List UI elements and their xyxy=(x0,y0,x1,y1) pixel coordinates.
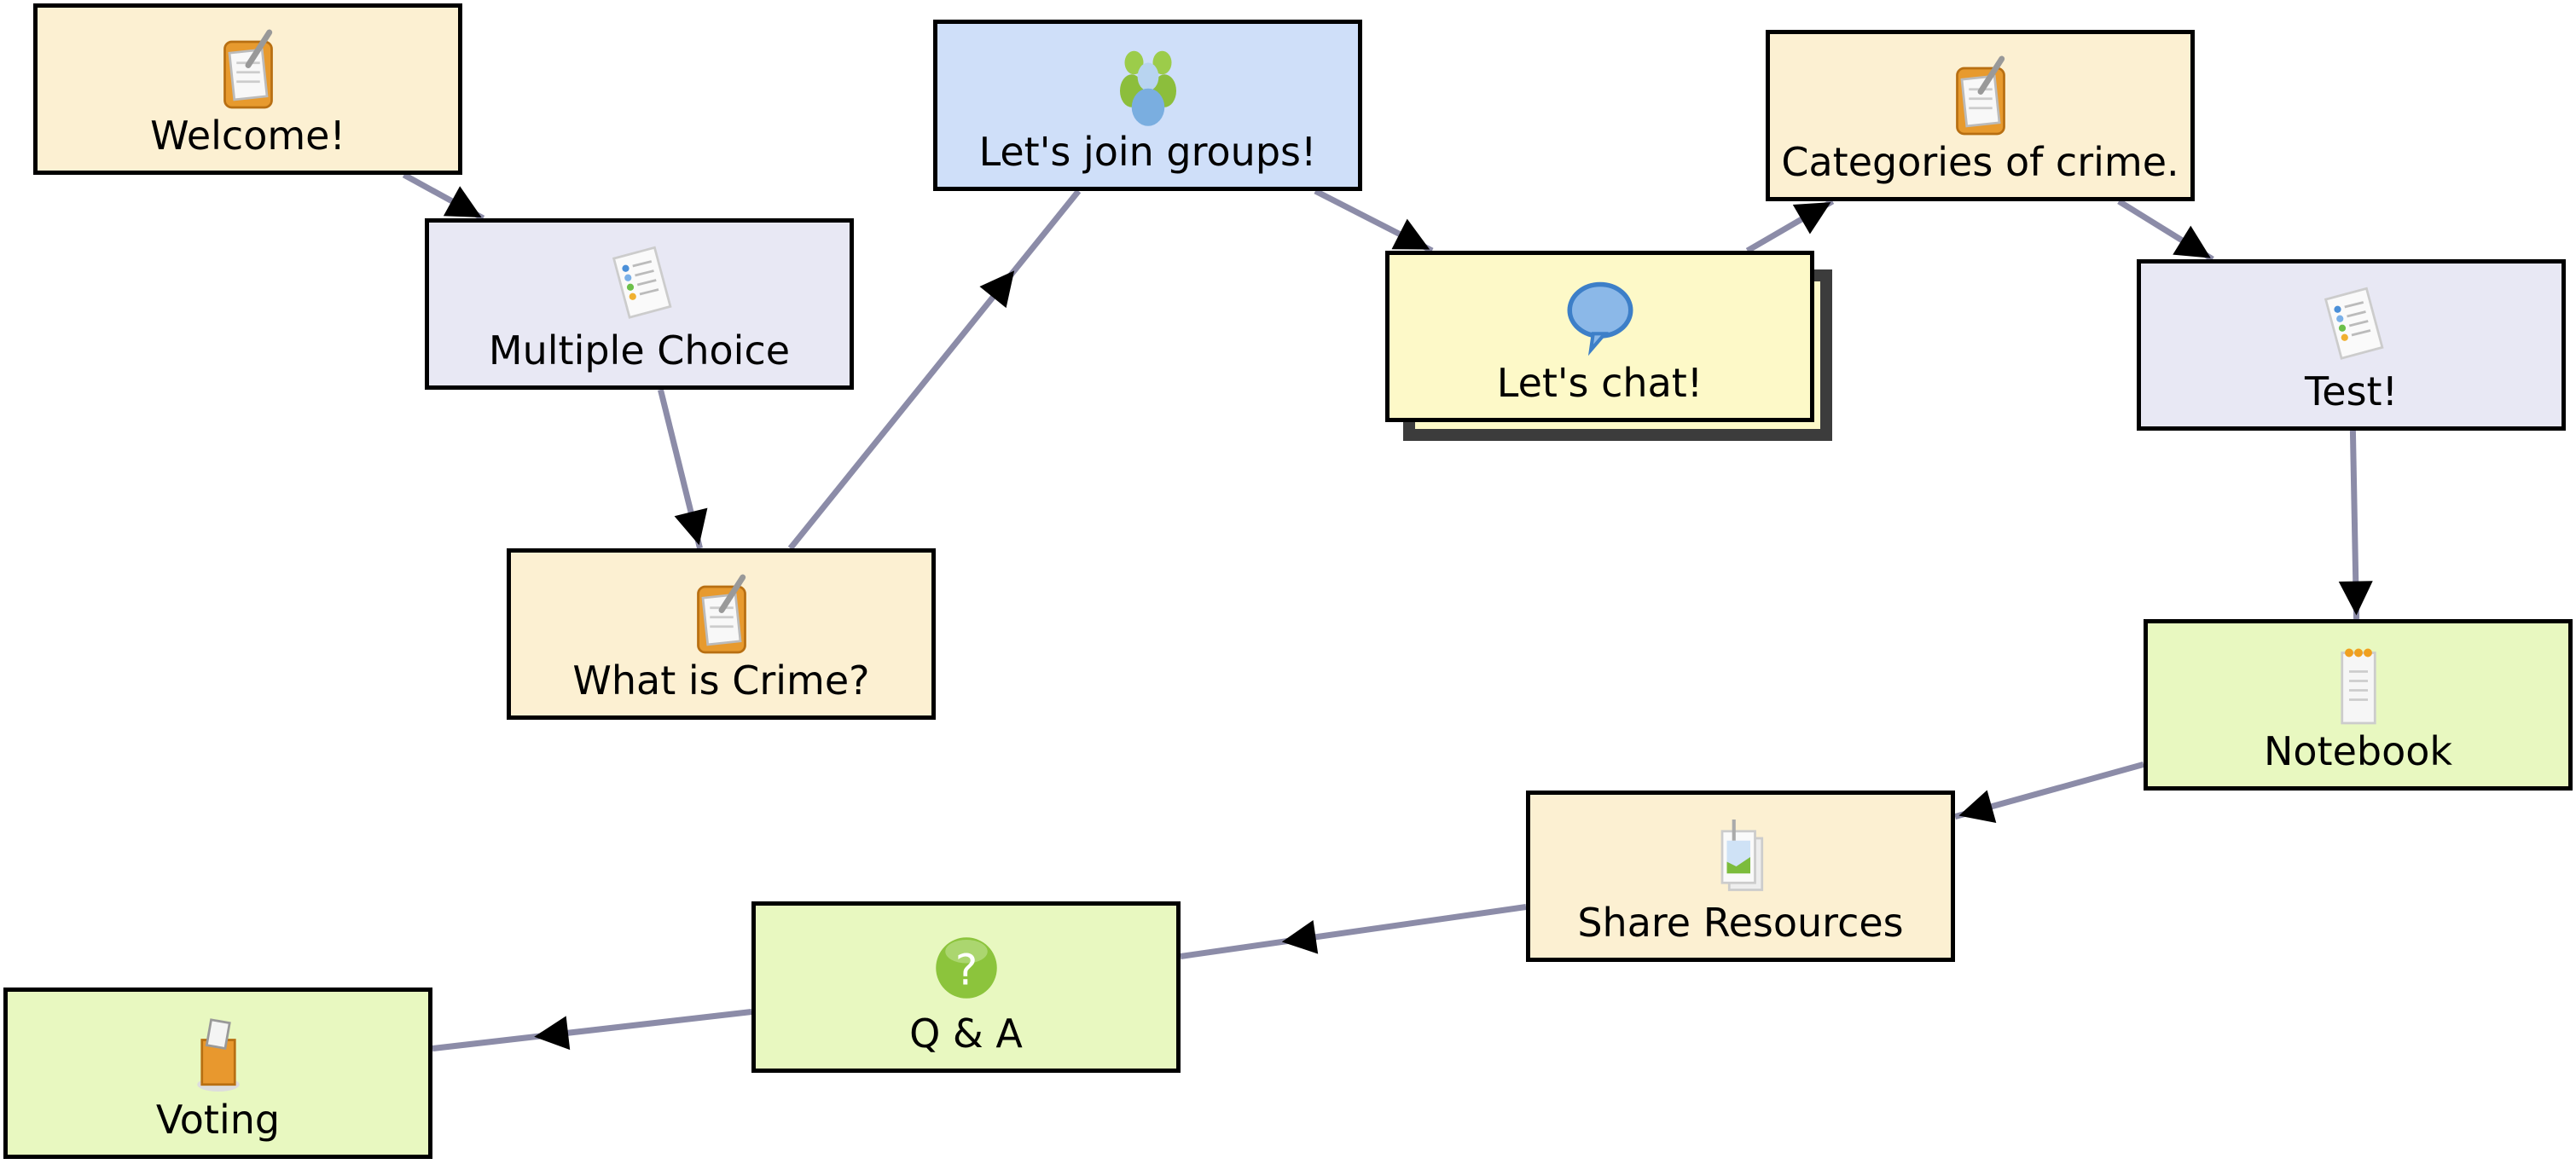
transition-edge[interactable] xyxy=(787,188,1082,551)
node-label: Multiple Choice xyxy=(488,327,791,374)
node-label: Q & A xyxy=(909,1011,1023,1057)
clipboard-icon xyxy=(223,29,273,109)
svg-text:?: ? xyxy=(954,945,977,994)
node-label: What is Crime? xyxy=(572,657,870,704)
activity-node-voting[interactable]: Voting xyxy=(3,988,432,1159)
arrowhead-icon xyxy=(2173,225,2211,258)
arrowhead-icon xyxy=(443,186,482,217)
arrowhead-icon xyxy=(1958,790,1997,824)
node-label: Welcome! xyxy=(150,113,345,159)
clipboard-icon xyxy=(696,574,746,654)
node-label: Notebook xyxy=(2263,728,2452,774)
arrowhead-icon xyxy=(979,270,1015,309)
transition-edge[interactable] xyxy=(432,1008,752,1052)
activity-node-chat[interactable]: Let's chat! xyxy=(1385,251,1814,422)
activity-node-multiple-choice[interactable]: Multiple Choice xyxy=(425,218,854,390)
activity-node-what-is-crime[interactable]: What is Crime? xyxy=(507,548,936,720)
activity-node-welcome[interactable]: Welcome! xyxy=(33,3,462,175)
clipboard-icon xyxy=(1955,55,2005,136)
ballot-box-icon xyxy=(196,1018,240,1092)
notepad-icon xyxy=(2340,648,2376,725)
arrowhead-icon xyxy=(1391,218,1430,250)
checklist-icon xyxy=(2324,287,2384,360)
arrowhead-icon xyxy=(1792,202,1831,235)
activity-node-categories[interactable]: Categories of crime. xyxy=(1766,30,2195,201)
node-label: Share Resources xyxy=(1577,900,1904,946)
arrowhead-icon xyxy=(2338,581,2373,616)
activity-node-qa[interactable]: ? Q & A xyxy=(751,901,1181,1073)
node-label: Test! xyxy=(2304,368,2399,414)
arrowhead-icon xyxy=(1281,920,1319,954)
activity-node-share-resources[interactable]: Share Resources xyxy=(1526,791,1955,962)
image-stack-icon xyxy=(1720,820,1763,891)
arrowhead-icon xyxy=(534,1016,571,1051)
transition-edge[interactable] xyxy=(1180,904,1527,959)
node-label: Voting xyxy=(155,1097,281,1143)
node-label: Categories of crime. xyxy=(1781,139,2179,185)
group-icon xyxy=(1119,50,1176,126)
speech-bubble-icon xyxy=(1567,281,1633,356)
checklist-icon xyxy=(612,246,672,319)
question-icon: ? xyxy=(935,937,997,999)
activity-node-test[interactable]: Test! xyxy=(2137,259,2566,431)
arrowhead-icon xyxy=(674,507,708,546)
activity-node-join-groups[interactable]: Let's join groups! xyxy=(933,20,1362,191)
node-label: Let's chat! xyxy=(1496,360,1703,406)
activity-node-notebook[interactable]: Notebook xyxy=(2144,619,2573,791)
node-label: Let's join groups! xyxy=(978,129,1317,175)
